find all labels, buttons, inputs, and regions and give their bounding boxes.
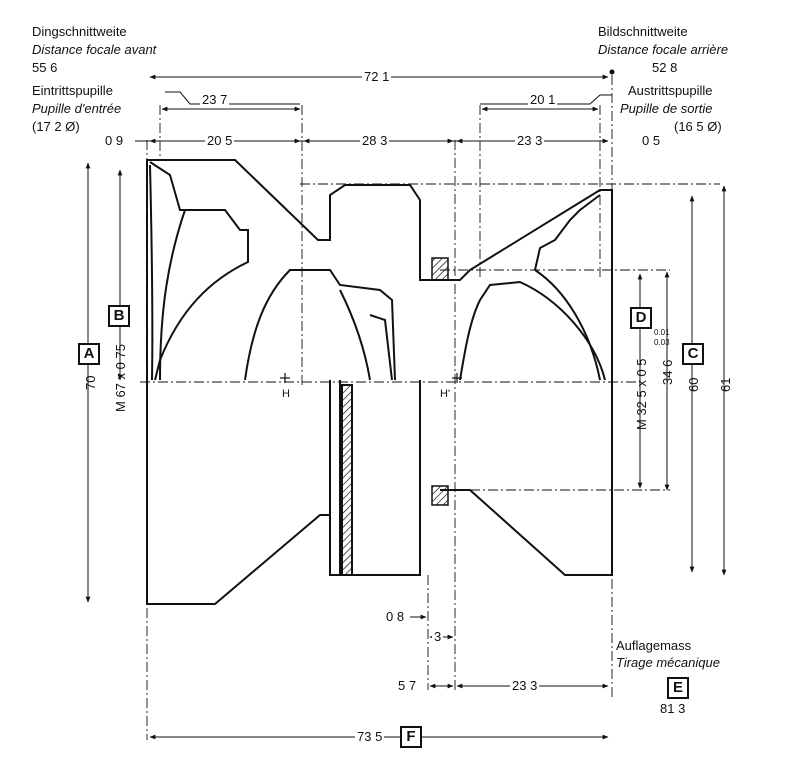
diam-inner: 34 6 bbox=[660, 359, 675, 385]
dim-05: 0 5 bbox=[640, 133, 663, 148]
image-plane-marker bbox=[609, 69, 615, 75]
thread-rear: M 32 5 x 0 5 bbox=[634, 358, 649, 430]
dim-overall-top: 72 1 bbox=[362, 69, 392, 84]
dim-09: 0 9 bbox=[103, 133, 126, 148]
flange-label-de: Auflagemass bbox=[616, 638, 692, 653]
clamp-ring-bottom bbox=[431, 485, 449, 506]
back-focal-label-fr: Distance focale arrière bbox=[598, 42, 729, 57]
exit-pupil-label-fr: Pupille de sortie bbox=[620, 101, 713, 116]
dim-233-bottom: 23 3 bbox=[510, 678, 540, 693]
entrance-pupil-diameter: (17 2 Ø) bbox=[32, 119, 80, 134]
flange-value: 81 3 bbox=[660, 701, 686, 716]
box-e: E bbox=[667, 677, 689, 699]
box-b: B bbox=[108, 305, 130, 327]
exit-pupil-label-de: Austrittspupille bbox=[628, 83, 713, 98]
box-f: F bbox=[400, 726, 422, 748]
flange-label-fr: Tirage mécanique bbox=[616, 655, 720, 670]
dim-08: 0 8 bbox=[384, 609, 407, 624]
dim-57: 5 7 bbox=[396, 678, 419, 693]
dim-233-top: 23 3 bbox=[515, 133, 545, 148]
tol-upper: 0.01 bbox=[654, 328, 670, 337]
clamp-ring-top bbox=[431, 257, 449, 281]
principal-h-left: H bbox=[282, 388, 290, 400]
diam-outer: 61 bbox=[718, 377, 733, 392]
front-focal-value: 55 6 bbox=[32, 60, 58, 75]
box-d: D bbox=[630, 307, 652, 329]
principal-h-right: H' bbox=[440, 388, 451, 400]
dim-205: 20 5 bbox=[205, 133, 235, 148]
back-focal-label-de: Bildschnittweite bbox=[598, 24, 688, 39]
principal-points bbox=[280, 373, 462, 383]
entrance-pupil-label-fr: Pupille d'entrée bbox=[32, 101, 122, 116]
dim-283: 28 3 bbox=[360, 133, 390, 148]
box-a: A bbox=[78, 343, 100, 365]
box-c: C bbox=[682, 343, 704, 365]
entrance-pupil-label-de: Eintrittspupille bbox=[32, 83, 113, 98]
front-focal-label-de: Dingschnittweite bbox=[32, 24, 127, 39]
front-focal-label-fr: Distance focale avant bbox=[32, 42, 157, 57]
dim-exit-offset: 20 1 bbox=[528, 92, 558, 107]
thread-front: M 67 x 0 75 bbox=[113, 344, 128, 412]
diam-c-value: 60 bbox=[686, 377, 701, 392]
tol-lower: 0.03 bbox=[654, 338, 670, 347]
exit-pupil-diameter: (16 5 Ø) bbox=[674, 119, 722, 134]
dim-length: 73 5 bbox=[355, 729, 385, 744]
lens-body bbox=[146, 159, 613, 605]
back-focal-value: 52 8 bbox=[652, 60, 678, 75]
dim-3: 3 bbox=[432, 629, 444, 644]
dim-entrance-offset: 23 7 bbox=[200, 92, 230, 107]
diam-a-value: 70 bbox=[83, 375, 98, 390]
